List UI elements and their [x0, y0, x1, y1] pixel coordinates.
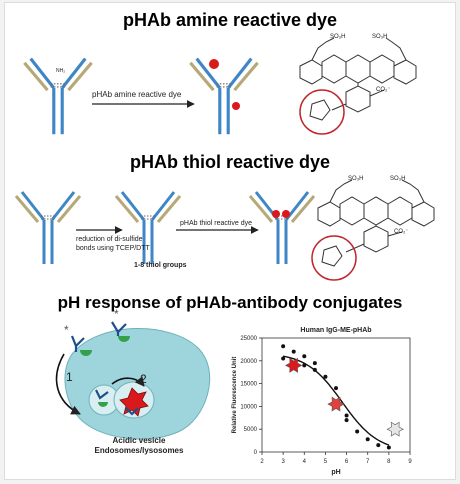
- amine-nhs-highlight: [299, 89, 345, 135]
- x-tick-label: 3: [281, 459, 285, 465]
- data-point: [323, 374, 328, 379]
- step2-arrow: [111, 376, 145, 387]
- data-point: [334, 386, 338, 391]
- y-tick-label: 5000: [244, 427, 258, 433]
- data-point: [291, 349, 296, 354]
- dye-dot-1: [209, 59, 219, 69]
- antibody-native: [14, 190, 82, 266]
- burst-mid: [327, 396, 345, 412]
- y-tick-label: 20000: [240, 359, 257, 365]
- data-point: [344, 413, 349, 418]
- amine-so3h-right: SO₃H: [372, 34, 388, 40]
- data-point: [302, 363, 307, 368]
- thiol-dye-dot-2: [282, 210, 290, 218]
- asterisk-left: *: [64, 323, 69, 337]
- dye-dot-2: [232, 102, 240, 110]
- burst-neutral: [386, 421, 404, 437]
- nh2-label: NH₂: [56, 68, 66, 74]
- antibody-thiol-labeled: [248, 190, 316, 266]
- x-axis-label: pH: [331, 469, 340, 476]
- amine-co2-label: CO₂⁻: [376, 87, 391, 93]
- antigen-right: [118, 336, 130, 342]
- amine-so3h-left: SO₃H: [330, 34, 346, 40]
- internal-antibody: [95, 389, 109, 400]
- x-tick-label: 6: [345, 459, 349, 465]
- data-point: [344, 418, 349, 423]
- x-tick-label: 8: [387, 459, 391, 465]
- thiol-groups-label: 1-8 thiol groups: [134, 262, 187, 269]
- y-axis-label: Relative Fluorescence Unit: [232, 357, 238, 434]
- data-point: [312, 361, 317, 366]
- thiol-dye-structure: [311, 179, 435, 281]
- thiol-arrow-label: pHAb thiol reactive dye: [180, 220, 252, 227]
- y-tick-label: 10000: [240, 404, 257, 410]
- thiol-section-title: pHAb thiol reactive dye: [129, 152, 331, 172]
- thiol-so3h-right: SO₃H: [390, 176, 406, 182]
- burst-acidic: [285, 357, 303, 373]
- data-point: [302, 354, 307, 359]
- data-point: [281, 344, 286, 349]
- amine-arrow-label: pHAb amine reactive dye: [92, 90, 182, 99]
- x-tick-label: 9: [408, 459, 412, 465]
- chart-title: Human IgG-ME-pHAb: [300, 327, 371, 334]
- x-tick-label: 2: [260, 459, 264, 465]
- fit-curve: [282, 355, 390, 446]
- surface-antibody-left: [70, 335, 85, 352]
- ph-response-chart: Human IgG-ME-pHAb 2 3 4 5 6 7 8 9 0 5000 10000 15000…: [232, 327, 412, 476]
- vesicle-caption-2: Endosomes/lysosomes: [94, 446, 184, 455]
- amine-section-title: pHAb amine reactive dye: [122, 10, 338, 30]
- data-point: [376, 443, 381, 448]
- antigen-left: [80, 350, 92, 356]
- y-tick-label: 15000: [240, 382, 257, 388]
- surface-antibody-right: [111, 321, 127, 336]
- step1-label: 1: [66, 370, 73, 384]
- burst-antibody: [125, 407, 139, 416]
- data-point: [312, 367, 317, 372]
- thiol-dye-dot-1: [272, 210, 280, 218]
- reduction-label-1: reduction of di-sulfide: [76, 236, 143, 243]
- x-tick-label: 7: [366, 459, 370, 465]
- step2-label: 2: [140, 372, 147, 386]
- acidic-vesicle: [64, 328, 211, 440]
- reduction-label-2: bonds using TCEP/DTT: [76, 245, 150, 252]
- antibody-reduced: [114, 190, 182, 266]
- data-point: [386, 445, 391, 450]
- thiol-co2-label: CO₂⁻: [394, 229, 409, 235]
- plot-area: [261, 337, 411, 453]
- data-point: [281, 356, 286, 361]
- x-tick-label: 4: [303, 459, 307, 465]
- thiol-maleimide-highlight: [311, 235, 357, 281]
- y-tick-label: 0: [254, 450, 258, 456]
- response-section-title: pH response of pHAb-antibody conjugates: [57, 293, 403, 312]
- data-point: [365, 437, 370, 442]
- asterisk-right: *: [114, 307, 119, 321]
- step1-arrow: [55, 353, 81, 415]
- x-tick-label: 5: [324, 459, 328, 465]
- data-point: [355, 429, 360, 434]
- internal-antigen: [98, 402, 108, 407]
- amine-dye-structure: [299, 37, 417, 135]
- vesicle-caption-1: Acidic vesicle: [112, 436, 166, 445]
- antibody-amine-labeled: [188, 57, 260, 136]
- thiol-so3h-left: SO₃H: [348, 176, 364, 182]
- y-tick-label: 25000: [240, 336, 257, 342]
